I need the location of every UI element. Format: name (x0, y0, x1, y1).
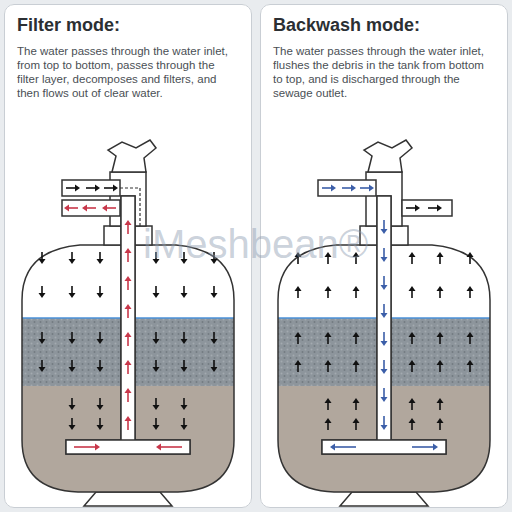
panel-title: Filter mode: (17, 15, 239, 36)
panel-description: The water passes through the water inlet… (273, 44, 495, 100)
panel-description: The water passes through the water inlet… (17, 44, 239, 100)
watermark: iMeshbean® (143, 222, 368, 267)
panel-title: Backwash mode: (273, 15, 495, 36)
